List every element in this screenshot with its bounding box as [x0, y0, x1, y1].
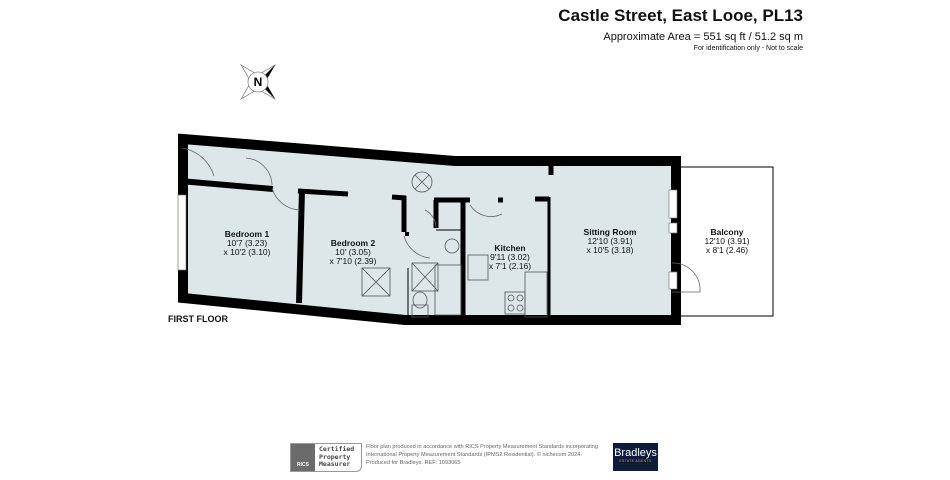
brand-tagline: ESTATE AGENTS	[619, 459, 652, 463]
rics-badge-line: Property	[319, 452, 351, 461]
room-name: Kitchen	[494, 243, 525, 253]
property-title: Castle Street, East Looe, PL13	[558, 6, 803, 25]
door-swings	[181, 147, 701, 293]
room-dimension: x 8'1 (2.46)	[706, 245, 748, 255]
footer-note-line: Floor plan produced in accordance with R…	[366, 444, 598, 450]
interior-walls	[179, 165, 554, 320]
room-name: Bedroom 1	[225, 229, 270, 239]
footer-note-line: International Property Measurement Stand…	[366, 452, 582, 458]
brand-name: Bradleys	[614, 447, 657, 459]
room-balcony: Balcony 12'10 (3.91) x 8'1 (2.46)	[704, 227, 749, 255]
balcony-area	[679, 166, 774, 317]
footer-note: Floor plan produced in accordance with R…	[366, 443, 611, 467]
basin-icon	[444, 238, 460, 254]
outer-walls	[178, 133, 681, 325]
rics-logo: RICS	[291, 444, 315, 471]
rics-logo-text: RICS	[297, 462, 309, 468]
room-dimension: 12'10 (3.91)	[704, 236, 749, 246]
windows	[177, 189, 678, 290]
rics-badge-line: Measurer	[319, 460, 351, 468]
room-dimension: x 7'10 (2.39)	[330, 256, 377, 266]
bath-icon	[434, 264, 462, 316]
bradleys-logo: Bradleys ESTATE AGENTS	[613, 443, 658, 471]
room-name: Sitting Room	[584, 227, 637, 237]
rics-badge: RICS Certified Property Measurer	[290, 443, 362, 472]
room-dimension: 10' (3.05)	[335, 247, 371, 257]
toilet-icon	[412, 291, 428, 309]
room-dimension: 12'10 (3.91)	[587, 236, 632, 246]
room-sitting-room: Sitting Room 12'10 (3.91) x 10'5 (3.18)	[584, 227, 637, 255]
room-kitchen: Kitchen 9'11 (3.02) x 7'1 (2.16)	[489, 243, 531, 271]
floor-label: FIRST FLOOR	[168, 314, 228, 324]
footer-note-line: Produced for Bradleys. REF: 1093065	[366, 460, 461, 466]
compass-north-label: N	[254, 75, 263, 89]
room-bedroom-2: Bedroom 2 10' (3.05) x 7'10 (2.39)	[330, 238, 377, 266]
ceiling-fan-icon	[411, 171, 433, 193]
fixtures	[361, 171, 548, 318]
shower-icon	[411, 262, 439, 292]
compass-icon: N	[239, 63, 277, 101]
room-dimension: x 10'5 (3.18)	[587, 245, 634, 255]
rics-badge-line: Certified	[319, 445, 355, 453]
room-dimension: x 10'2 (3.10)	[224, 247, 271, 257]
room-dimension: 10'7 (3.23)	[227, 238, 268, 248]
room-name: Balcony	[710, 227, 743, 237]
room-bedroom-1: Bedroom 1 10'7 (3.23) x 10'2 (3.10)	[224, 229, 271, 257]
room-dimension: x 7'1 (2.16)	[489, 261, 531, 271]
sink-icon	[467, 254, 489, 281]
room-name: Bedroom 2	[331, 238, 376, 248]
skylight-icon	[361, 267, 391, 297]
scale-note: For identification only - Not to scale	[693, 45, 803, 52]
room-dimension: 9'11 (3.02)	[490, 252, 530, 262]
approximate-area: Approximate Area = 551 sq ft / 51.2 sq m	[603, 31, 803, 43]
